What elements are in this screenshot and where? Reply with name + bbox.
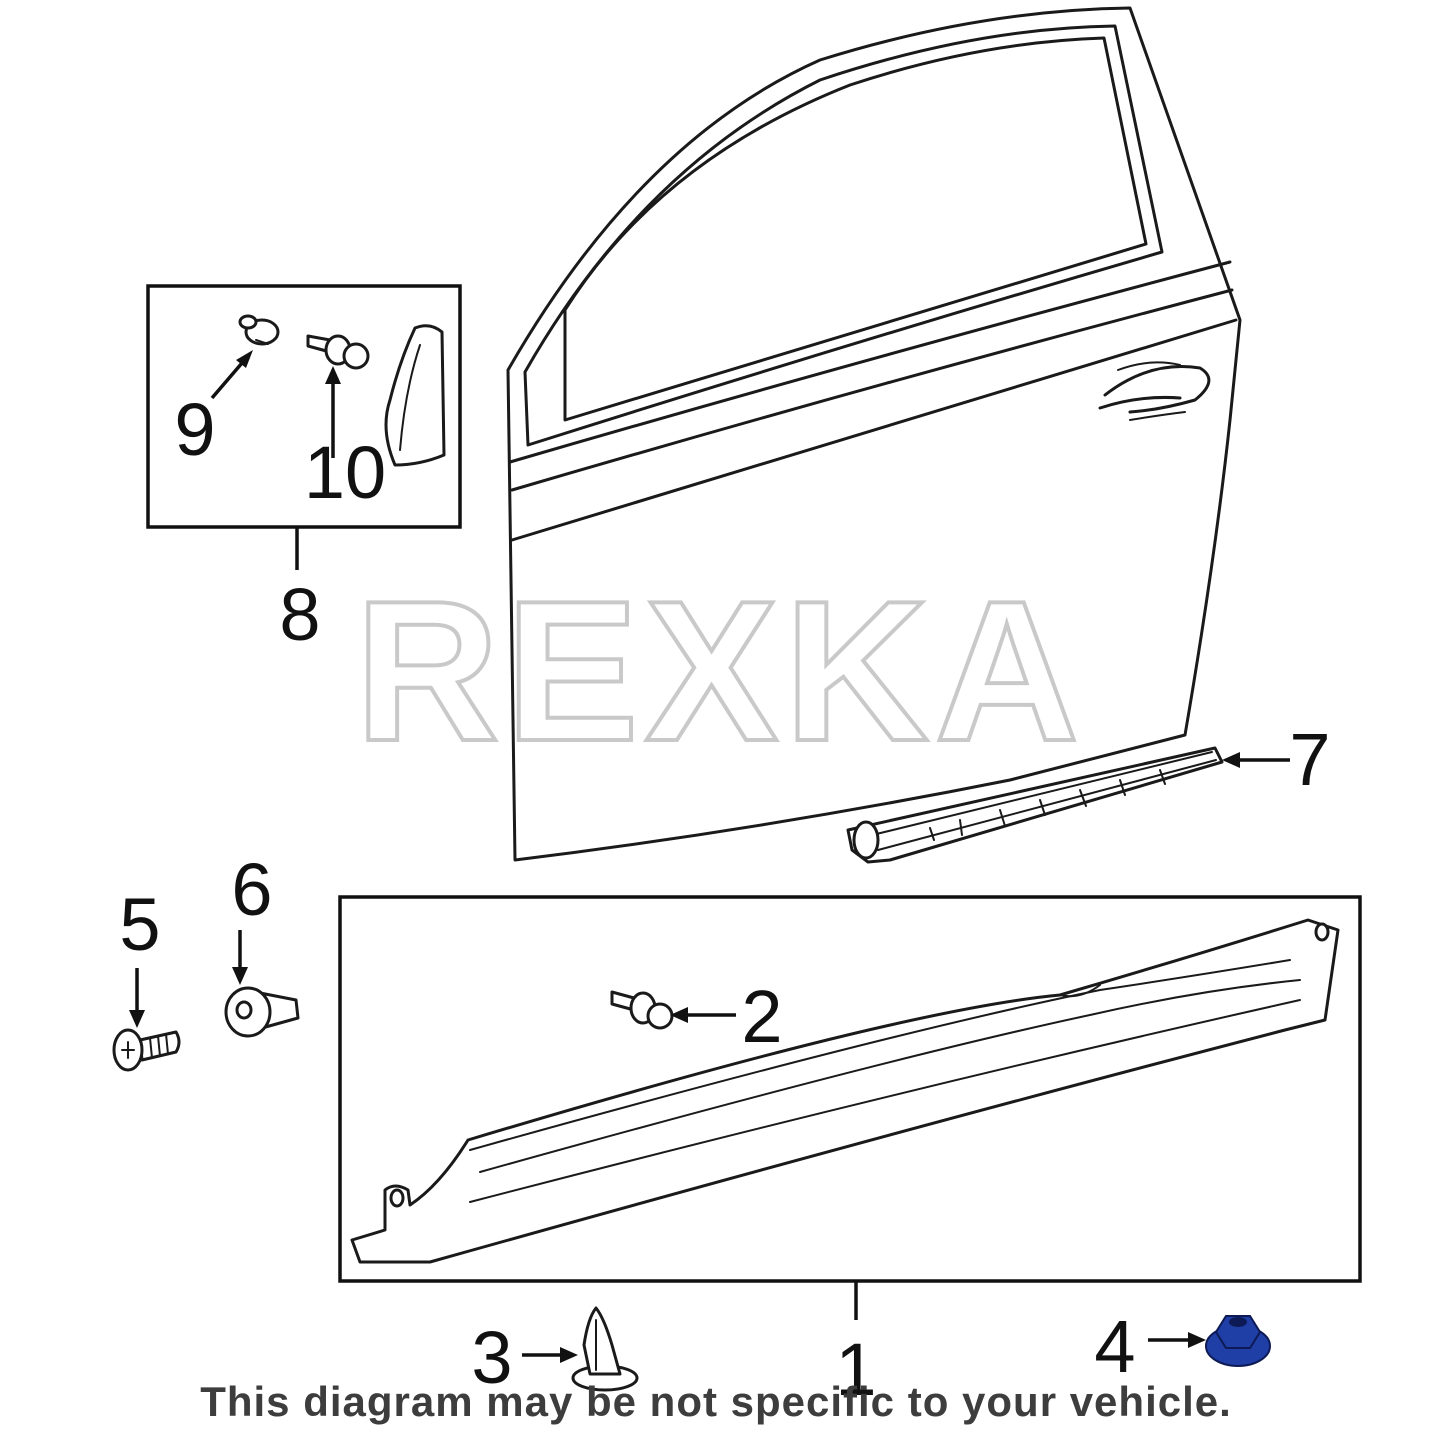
watermark: REXKA (355, 560, 1085, 783)
callout-2: 2 (741, 975, 782, 1058)
flange-nut-icon (1148, 1315, 1271, 1367)
mudguard-icon (384, 324, 446, 467)
callout-4: 4 (1094, 1305, 1135, 1388)
callout-7: 7 (1289, 718, 1330, 801)
push-clip-icon (522, 1306, 639, 1392)
callout-3: 3 (471, 1316, 512, 1399)
rocker-panel-box (338, 895, 1362, 1320)
callout-6: 6 (231, 848, 272, 931)
callout-1: 1 (835, 1328, 876, 1411)
callout-8: 8 (279, 573, 320, 656)
front-door (506, 6, 1242, 862)
clip-icon (238, 314, 280, 346)
kit-box-8 (146, 284, 462, 570)
moulding-bracket (846, 746, 1290, 864)
callout-9: 9 (174, 388, 215, 471)
clip-icon (306, 334, 370, 370)
disclaimer-text: This diagram may be not specific to your… (200, 1378, 1232, 1425)
callout-10: 10 (304, 431, 386, 514)
callout-5: 5 (119, 883, 160, 966)
screw-icon (112, 968, 181, 1072)
grommet-icon (224, 930, 300, 1038)
clip-icon (610, 990, 674, 1030)
